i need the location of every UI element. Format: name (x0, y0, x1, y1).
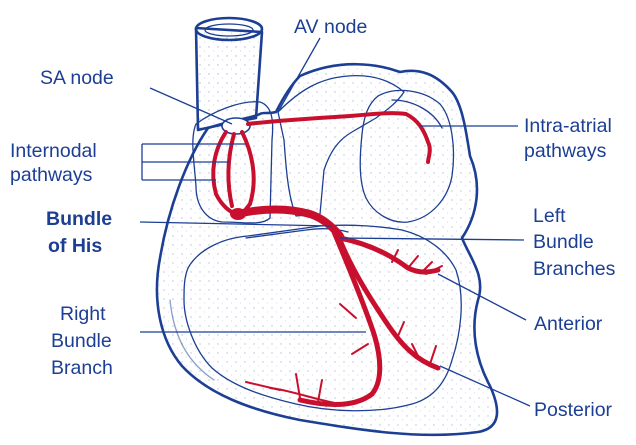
aorta-stipple (196, 28, 262, 130)
label-left-bundle-1: Left (533, 205, 566, 227)
label-bundle-his-2: of His (48, 235, 102, 257)
label-right-bundle-2: Bundle (51, 330, 112, 352)
label-internodal-2: pathways (10, 164, 93, 186)
label-posterior: Posterior (534, 399, 613, 421)
label-right-bundle-3: Branch (51, 357, 113, 379)
label-right-bundle-1: Right (60, 303, 106, 325)
label-anterior: Anterior (534, 313, 603, 335)
label-intra-atrial-2: pathways (524, 140, 607, 162)
label-av-node: AV node (294, 16, 367, 38)
label-left-bundle-2: Bundle (533, 231, 594, 253)
label-sa-node: SA node (40, 67, 114, 89)
label-left-bundle-3: Branches (533, 258, 616, 280)
label-bundle-his-1: Bundle (46, 208, 112, 230)
label-intra-atrial-1: Intra-atrial (524, 115, 612, 137)
label-internodal-1: Internodal (10, 140, 97, 162)
